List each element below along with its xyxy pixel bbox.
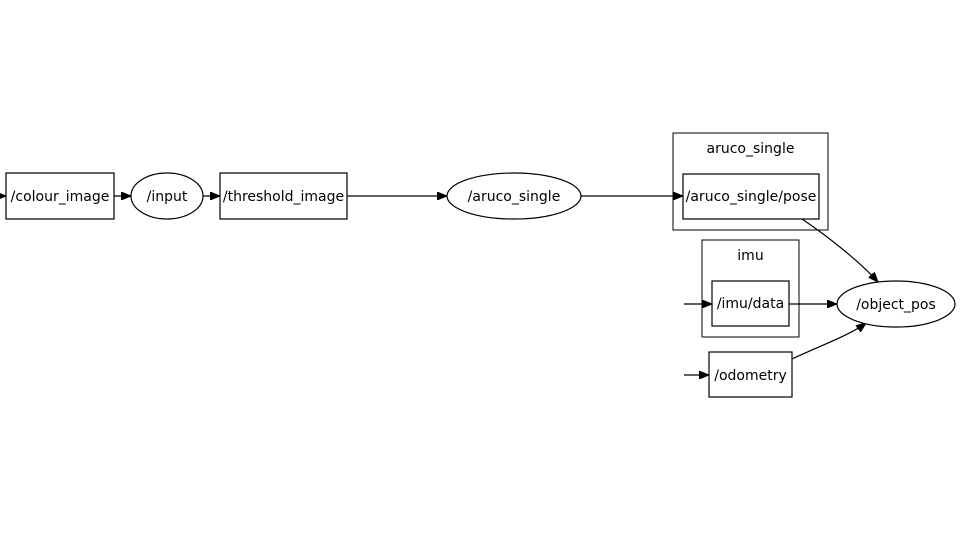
cluster-aruco-single: aruco_single: [672, 132, 829, 231]
node-aruco-single[interactable]: /aruco_single: [446, 172, 582, 220]
topic-threshold-image-label: /threshold_image: [223, 189, 344, 205]
edge-odometry-to-object-pos: [791, 323, 866, 360]
cluster-imu: imu: [701, 239, 800, 338]
topic-aruco-single-pose-label: /aruco_single/pose: [686, 189, 817, 205]
topic-colour-image[interactable]: /colour_image: [5, 172, 115, 220]
topic-aruco-single-pose[interactable]: /aruco_single/pose: [682, 173, 820, 220]
topic-odometry[interactable]: /odometry: [708, 351, 793, 398]
topic-imu-data-label: /imu/data: [717, 296, 784, 312]
node-aruco-single-label: /aruco_single: [468, 189, 561, 205]
topic-colour-image-label: /colour_image: [11, 189, 110, 205]
topic-threshold-image[interactable]: /threshold_image: [219, 172, 348, 220]
cluster-aruco-single-label: aruco_single: [707, 141, 795, 157]
node-input-label: /input: [147, 189, 188, 205]
edge-pose-to-object-pos: [801, 218, 878, 282]
cluster-imu-label: imu: [737, 248, 763, 264]
topic-odometry-label: /odometry: [714, 368, 787, 384]
edges: [0, 196, 878, 375]
node-object-pos[interactable]: /object_pos: [836, 280, 956, 328]
topic-imu-data[interactable]: /imu/data: [711, 280, 790, 327]
node-input[interactable]: /input: [130, 172, 204, 220]
node-object-pos-label: /object_pos: [856, 297, 936, 313]
